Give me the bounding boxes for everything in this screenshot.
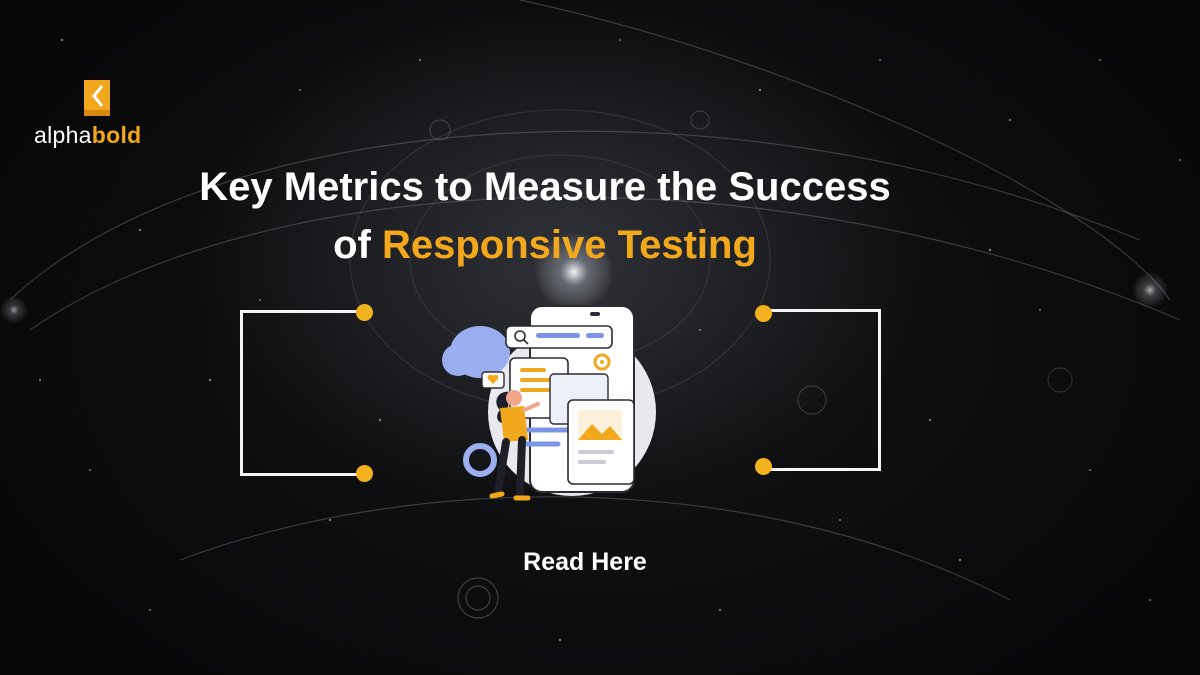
bracket-dot-bottom-right xyxy=(755,458,772,475)
bracket-dot-bottom-left xyxy=(356,465,373,482)
gear-icon xyxy=(593,353,611,371)
bracket-dot-top-left xyxy=(356,304,373,321)
bracket-dot-top-right xyxy=(755,305,772,322)
image-icon xyxy=(567,399,635,485)
logo-mark-icon xyxy=(84,80,110,116)
page-title: Key Metrics to Measure the Success of Re… xyxy=(150,158,940,274)
alphabold-logo[interactable]: alphabold xyxy=(34,80,164,152)
heart-icon xyxy=(481,371,505,389)
search-icon xyxy=(505,325,613,349)
person-figure xyxy=(489,390,540,501)
left-bracket-frame xyxy=(240,310,365,476)
read-here-link[interactable]: Read Here xyxy=(523,548,647,576)
title-line-1: Key Metrics to Measure the Success xyxy=(199,165,891,209)
title-line-2: of Responsive Testing xyxy=(150,216,940,274)
responsive-testing-illustration xyxy=(442,305,656,501)
title-line-2-prefix: of xyxy=(333,223,371,267)
title-highlight: Responsive Testing xyxy=(381,223,757,267)
logo-wordmark: alphabold xyxy=(34,122,142,149)
logo-text-bold: bold xyxy=(91,122,142,148)
right-bracket-frame xyxy=(764,309,881,471)
logo-text-alpha: alpha xyxy=(34,122,92,148)
